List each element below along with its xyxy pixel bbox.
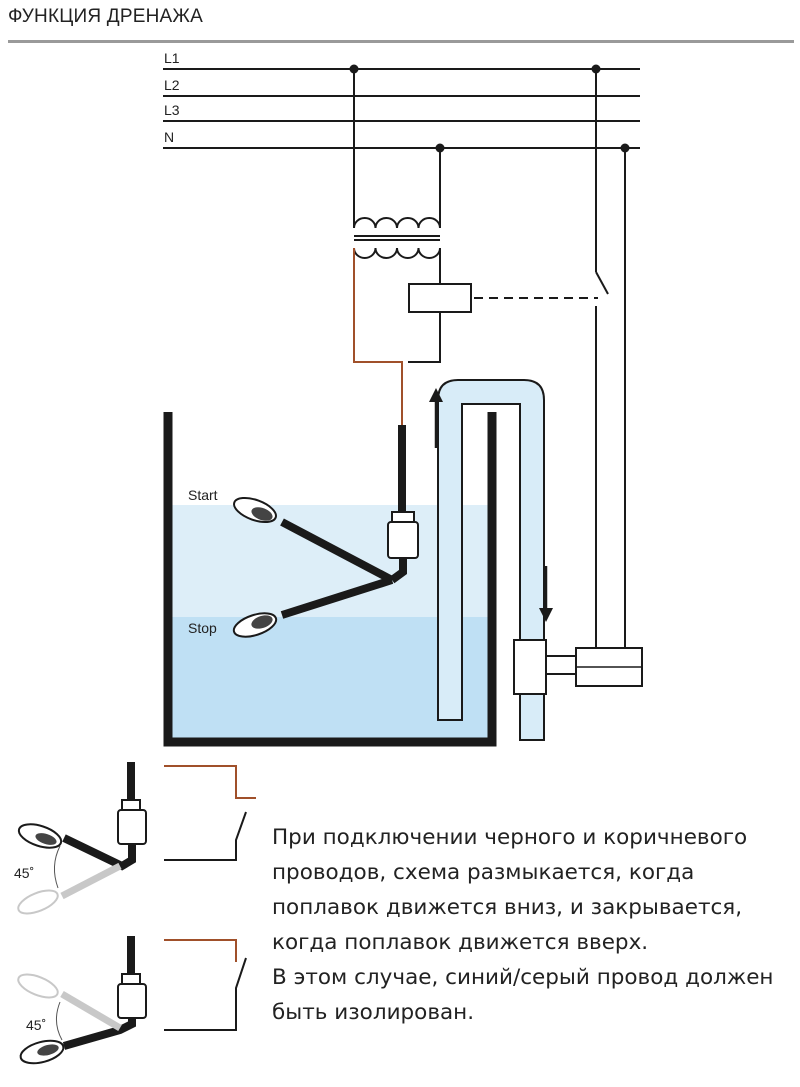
float-switch-body: [387, 521, 419, 559]
detail2-brown-wire: [164, 939, 237, 962]
float-cable-elbow: [389, 558, 407, 584]
relay-coil: [408, 283, 472, 313]
start-float-cable: [280, 518, 394, 584]
flow-arrow-up: [429, 388, 443, 448]
pump-coupling: [545, 655, 577, 675]
detail1-brown-wire: [164, 765, 256, 799]
description-paragraph-1: При подключении черного и коричневого пр…: [272, 825, 748, 955]
title-underline: [8, 40, 794, 43]
pump-body: [513, 639, 547, 695]
detail2-switch: [164, 957, 247, 1031]
stop-float-cable: [280, 576, 394, 619]
angle-label-bottom: 45˚: [26, 1017, 46, 1033]
junction-dots: [349, 64, 630, 153]
motor-supply: [595, 69, 626, 648]
start-label: Start: [188, 487, 218, 503]
tank-walls: [163, 412, 497, 747]
discharge-pipe: [437, 379, 545, 741]
page-title: ФУНКЦИЯ ДРЕНАЖА: [8, 6, 203, 27]
description-text: При подключении черного и коричневого пр…: [272, 820, 792, 1030]
stop-label: Stop: [188, 620, 217, 636]
label-l1: L1: [164, 50, 180, 66]
flow-arrow-down: [539, 566, 553, 622]
transformer: [353, 69, 441, 363]
detail1-switch: [164, 811, 247, 861]
angle-label-top: 45˚: [14, 865, 34, 881]
start-float-shade: [251, 507, 273, 521]
label-l3: L3: [164, 102, 180, 118]
brown-wire-secondary: [353, 248, 403, 425]
detail-float-down: [17, 936, 247, 1065]
label-l2: L2: [164, 77, 180, 93]
stop-float-shade: [251, 615, 273, 629]
label-n: N: [164, 129, 174, 145]
water-lower: [172, 617, 488, 738]
power-lines: [163, 68, 640, 149]
description-paragraph-2: В этом случае, синий/серый провод должен…: [272, 965, 774, 1025]
detail-float-up: [17, 762, 256, 915]
float-switch-housing: [391, 511, 415, 523]
